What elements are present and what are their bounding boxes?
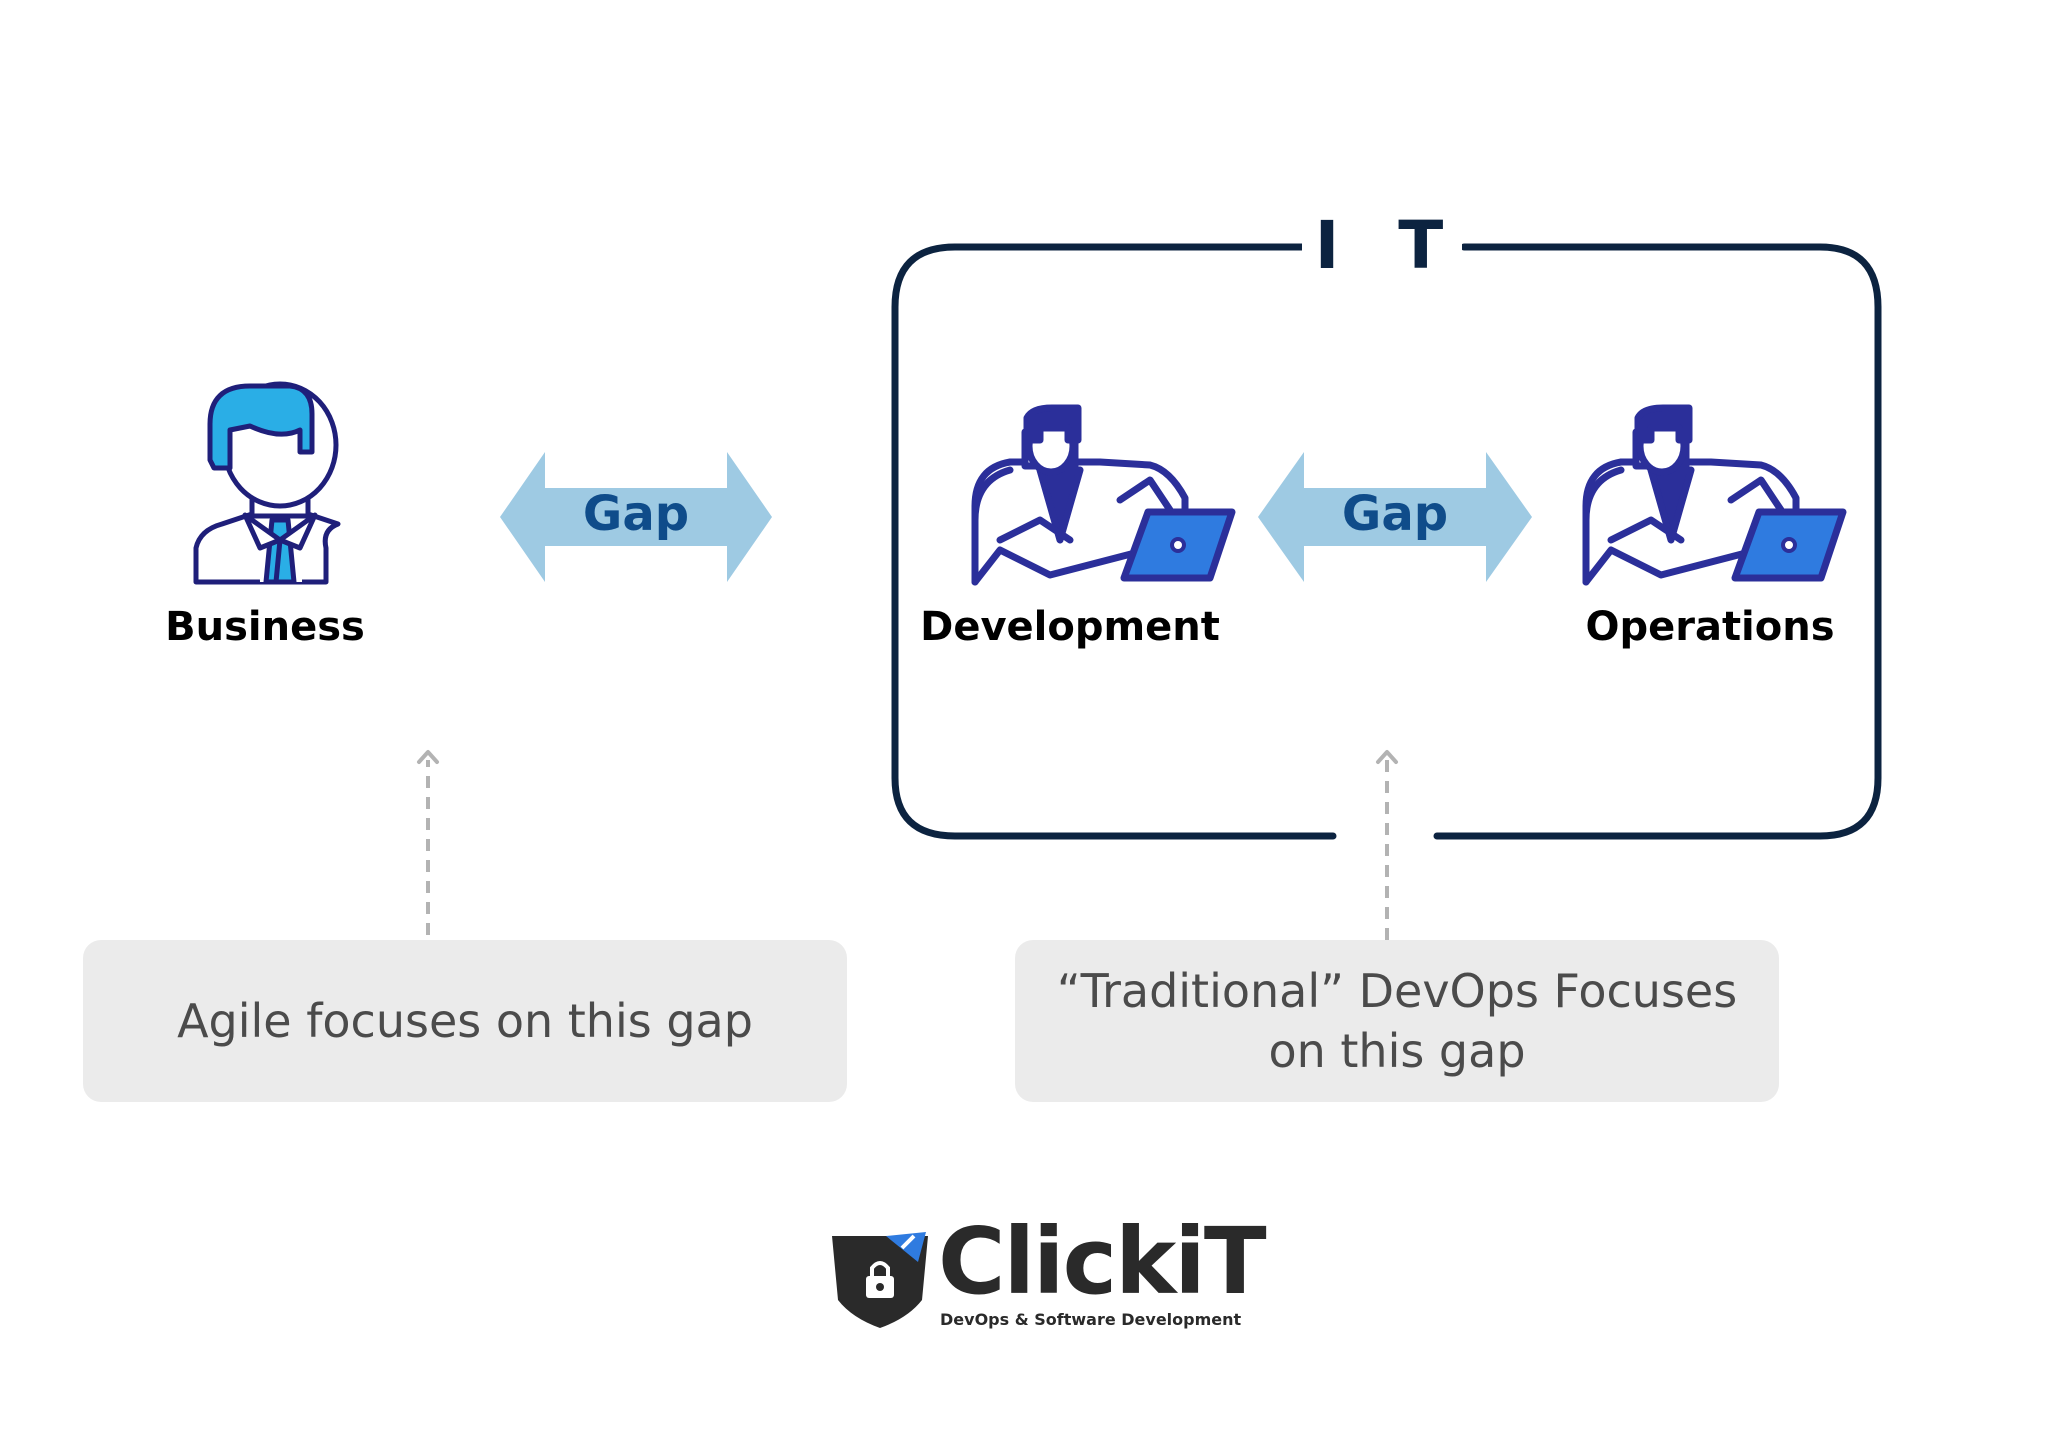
gap-arrow-left [500, 452, 772, 582]
devops-note-line2: on this gap [1268, 1024, 1526, 1078]
operations-label: Operations [1585, 604, 1835, 650]
business-person-icon [193, 381, 341, 585]
gap-arrow-right [1258, 452, 1532, 582]
clickit-shield-logo [832, 1232, 928, 1328]
it-group-title: I T [1302, 206, 1462, 286]
operations-icon [1582, 404, 1847, 586]
gap-label-left: Gap [582, 486, 690, 542]
brand-tagline: DevOps & Software Development [940, 1310, 1242, 1329]
devops-note-line1: “Traditional” DevOps Focuses [1056, 964, 1738, 1018]
developer-icon [971, 404, 1236, 586]
devops-note-box: “Traditional” DevOps Focuses on this gap [1015, 940, 1779, 1102]
business-label: Business [165, 604, 365, 650]
dashed-arrow-devops [1376, 750, 1398, 940]
agile-note-box: Agile focuses on this gap [83, 940, 847, 1102]
gap-label-right: Gap [1341, 486, 1449, 542]
it-frame [891, 243, 1882, 840]
agile-note-text: Agile focuses on this gap [177, 994, 753, 1048]
development-label: Development [920, 604, 1220, 650]
dashed-arrow-agile [417, 750, 439, 935]
brand-name: ClickiT [938, 1208, 1267, 1315]
